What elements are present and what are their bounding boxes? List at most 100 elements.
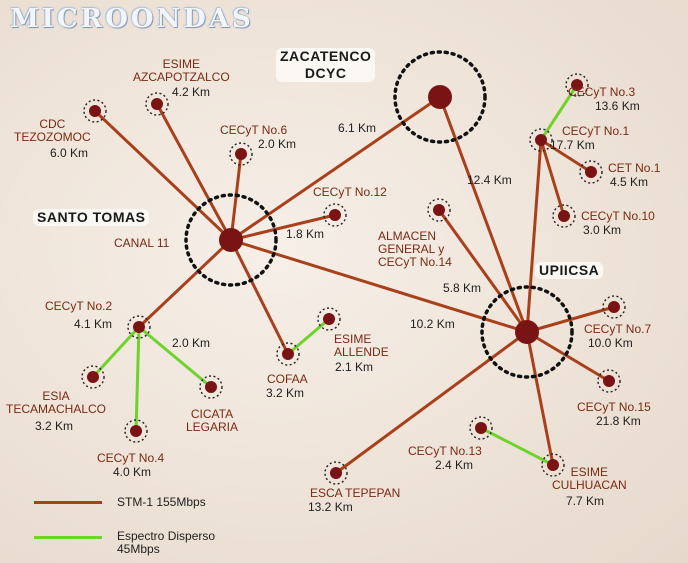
link-upi-esca: [334, 330, 529, 475]
site-node: [475, 422, 487, 434]
cicata-legaria-label: CICATA LEGARIA: [186, 407, 239, 434]
cecyt3-distance: 13.6 Km: [595, 99, 640, 113]
wlink-cecyt2-esia: [91, 325, 141, 379]
site-node: [205, 381, 217, 393]
node-ring: [529, 128, 553, 152]
site-node: [133, 321, 145, 333]
site-node: [547, 459, 559, 471]
node-ring: [81, 365, 105, 389]
node-ring: [276, 342, 300, 366]
cofaa-label: COFAA: [267, 372, 308, 386]
link-st-zacatenco: [229, 95, 442, 242]
esime-culhuacan-distance: 7.7 Km: [566, 494, 605, 508]
hub-zacatenco-label: ZACATENCO DCYC: [276, 48, 376, 82]
cet1-distance: 4.5 Km: [610, 175, 649, 189]
link-upi-cecyt15: [525, 330, 611, 383]
cecyt6-label: CECyT No.6: [220, 123, 288, 137]
legend-wireless-swatch: [34, 536, 102, 539]
cecyt2-label: CECyT No.2: [45, 299, 113, 313]
cecyt3-label: CECyT No.3: [568, 85, 636, 99]
link-st-esime-azc: [155, 102, 233, 242]
site-node: [535, 134, 547, 146]
cecyt10-label: CECyT No.10: [581, 209, 655, 223]
node-ring: [427, 198, 451, 222]
zacatenco-distance: 6.1 Km: [338, 121, 377, 135]
map-title: MICROONDAS: [10, 4, 254, 34]
esca-tepepan-label: ESCA TEPEPAN: [310, 486, 401, 500]
cdc-tezozomoc-label: CDC TEZOZOMOC: [14, 117, 91, 144]
legend-fiber-label: STM-1 155Mbps: [117, 495, 206, 509]
node-ring: [145, 92, 169, 116]
cecyt12-distance: 1.8 Km: [286, 227, 325, 241]
cecyt7-distance: 10.0 Km: [588, 336, 633, 350]
link-cecyt1-cet1: [539, 138, 593, 174]
wlink-cecyt13-esime-cul: [479, 426, 555, 467]
hub-upiicsa-label: UPIICSA: [535, 262, 604, 279]
cecyt10-distance: 3.0 Km: [583, 223, 622, 237]
cecyt12-label: CECyT No.12: [313, 185, 387, 199]
cecyt4-label: CECyT No.4: [97, 451, 165, 465]
node-ring: [469, 416, 493, 440]
canal11-label: CANAL 11: [114, 236, 170, 250]
santo-tomas-ring: [184, 193, 278, 287]
esime-allende-label: ESIME ALLENDE: [334, 332, 389, 359]
link-st-cdc: [93, 109, 233, 242]
esime-azcapotzalco-label: ESIME AZCAPOTZALCO: [133, 57, 230, 84]
legend-fiber-swatch: [34, 501, 102, 504]
site-node: [89, 105, 101, 117]
cecyt13-distance: 2.4 Km: [435, 458, 474, 472]
node-ring: [602, 295, 626, 319]
legend-wireless-label: Espectro Disperso 45Mbps: [117, 529, 216, 556]
node-ring: [565, 73, 589, 97]
site-node: [608, 301, 620, 313]
esime-culhuacan-label: ESIME CULHUACAN: [552, 465, 627, 492]
link-st-cecyt2: [137, 238, 233, 329]
site-node: [235, 148, 247, 160]
link-st-upiicsa: [229, 238, 529, 334]
site-node: [558, 210, 570, 222]
site-node: [603, 375, 615, 387]
link-zac-upiicsa: [438, 95, 529, 334]
site-node: [329, 209, 341, 221]
almacen-label: ALMACEN GENERAL y CECyT No.14: [378, 229, 452, 269]
node-ring: [124, 419, 148, 443]
link-upi-almacen: [437, 208, 529, 334]
site-node: [585, 166, 597, 178]
cecyt7-label: CECyT No.7: [584, 322, 652, 336]
node-ring: [324, 461, 348, 485]
santo-tomas-upiicsa-distance: 10.2 Km: [410, 317, 455, 331]
link-upi-cecyt1: [525, 138, 543, 334]
node-ring: [579, 160, 603, 184]
node-ring: [541, 453, 565, 477]
node-ring: [83, 99, 107, 123]
cecyt1-label: CECyT No.1: [562, 124, 630, 138]
link-cecyt1-cecyt10: [539, 138, 566, 218]
wlink-cofaa-esime-allende: [286, 317, 331, 356]
site-node: [330, 467, 342, 479]
site-node: [323, 313, 335, 325]
almacen-distance: 5.8 Km: [443, 281, 482, 295]
cet1-label: CET No.1: [608, 161, 661, 175]
node-ring: [317, 307, 341, 331]
site-node: [571, 79, 583, 91]
node-ring: [597, 369, 621, 393]
site-node: [130, 425, 142, 437]
esca-tepepan-distance: 13.2 Km: [308, 500, 353, 514]
esime-allende-distance: 2.1 Km: [335, 360, 374, 374]
esia-tecamachalco-distance: 3.2 Km: [35, 419, 74, 433]
node-ring: [229, 142, 253, 166]
node-ring: [127, 315, 151, 339]
wlink-cecyt2-cicata: [137, 325, 213, 389]
esime-azcapotzalco-distance: 4.2 Km: [172, 85, 211, 99]
cecyt2-link-distance: 2.0 Km: [172, 336, 211, 350]
wlink-cecyt2-cecyt4: [134, 325, 141, 433]
link-st-cofaa: [229, 238, 290, 356]
hub-node: [219, 228, 243, 252]
cecyt2-distance: 4.1 Km: [74, 317, 113, 331]
node-ring: [323, 203, 347, 227]
esia-tecamachalco-label: ESIA TECAMACHALCO: [6, 389, 107, 416]
cecyt13-label: CECyT No.13: [408, 444, 482, 458]
site-node: [433, 204, 445, 216]
